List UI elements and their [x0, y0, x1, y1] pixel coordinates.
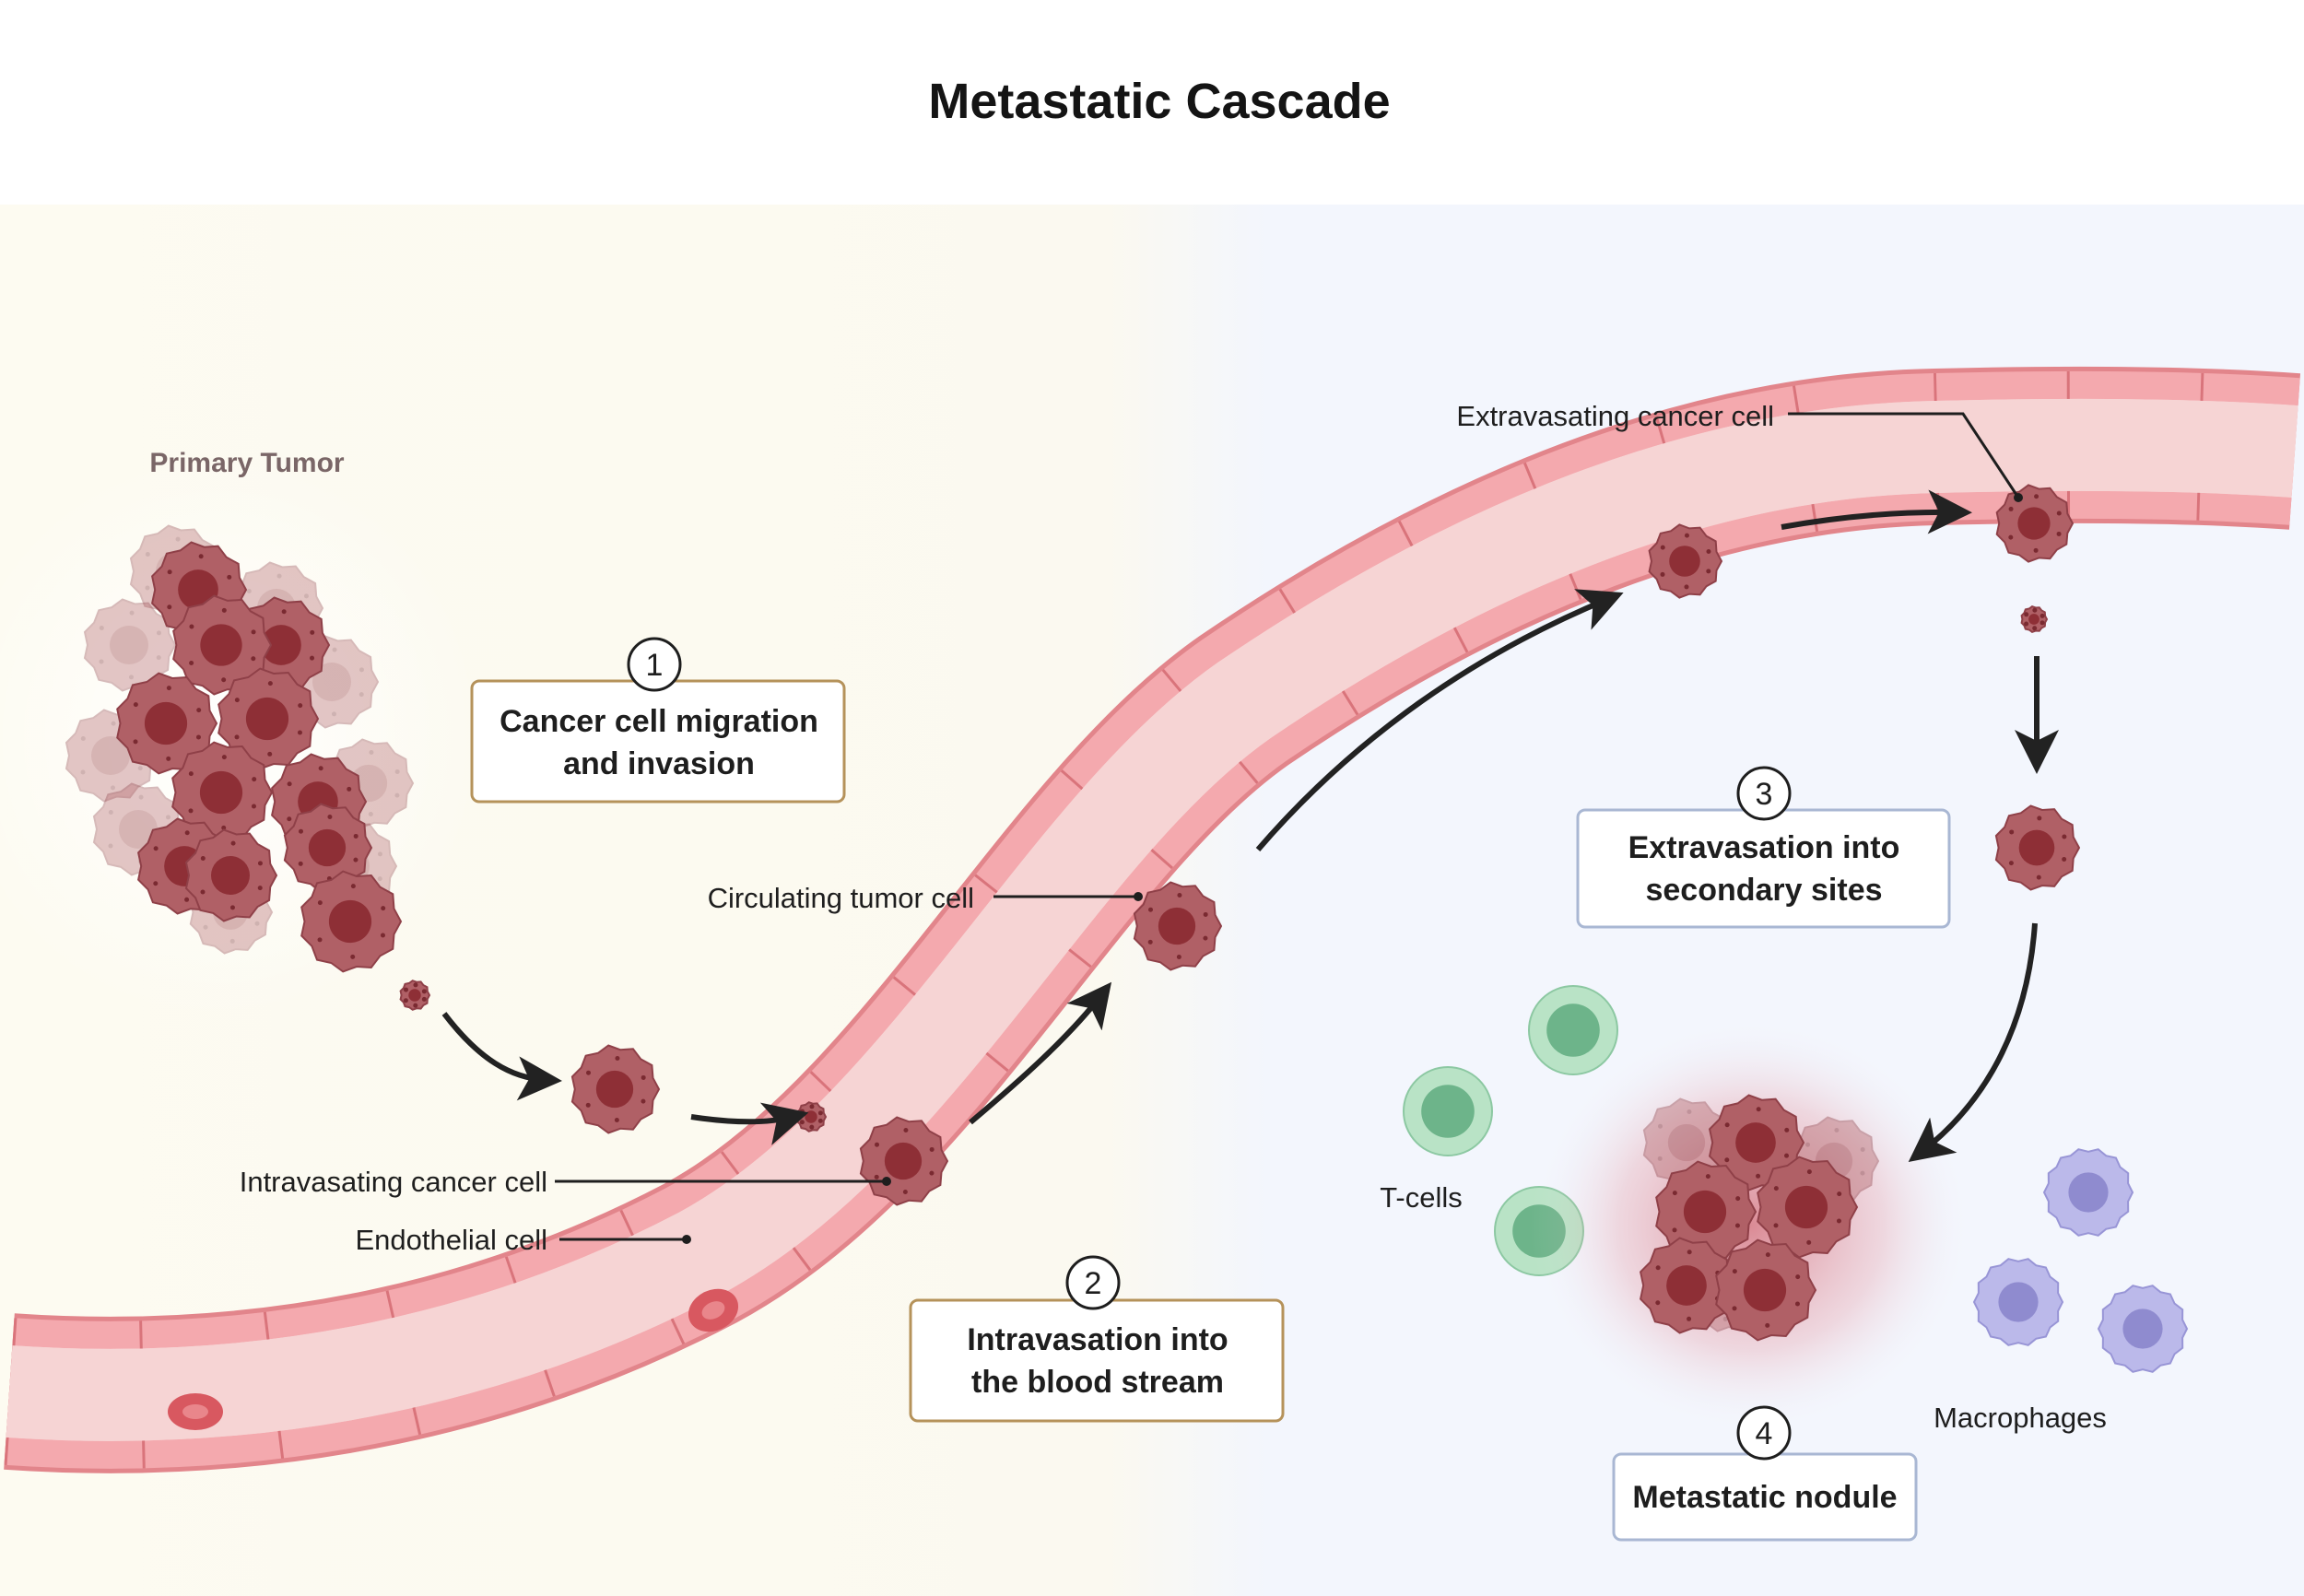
arrow-colonization: [1908, 922, 2038, 1162]
flow-arrows: [441, 489, 2059, 1162]
arrow-intravasation: [969, 981, 1112, 1125]
macrophage: [1972, 1258, 2064, 1346]
t-cell: [1403, 1066, 1493, 1156]
label-endothelial-cell: Endothelial cell: [355, 1224, 547, 1256]
nodule-glow: [1530, 1018, 1972, 1433]
step-3-line1: Extravasation into: [1628, 830, 1900, 865]
primary-tumor-label: Primary Tumor: [149, 448, 344, 478]
label-extravasating-cancer-cell: Extravasating cancer cell: [1456, 400, 1774, 432]
diagram-title: Metastatic Cascade: [928, 74, 1390, 129]
step-1-number: 1: [646, 648, 664, 683]
step-box-1: 1 Cancer cell migration and invasion: [470, 637, 846, 804]
step-3-badge: [1736, 766, 1792, 821]
circulating-tumor-cell: [1133, 881, 1223, 971]
tumor-cell: [283, 803, 373, 893]
callout-leaders: [555, 412, 2023, 1244]
label-t-cells: T-cells: [1380, 1181, 1463, 1214]
circulating-tumor-cell-2: [1648, 523, 1723, 599]
step-2-line2: the blood stream: [971, 1365, 1224, 1400]
migrating-cell-tail: [399, 980, 431, 1011]
step-box-3: 3 Extravasation into secondary sites: [1576, 766, 1951, 929]
step-box-2: 2 Intravasation into the blood stream: [909, 1255, 1285, 1423]
arrow-flow: [1781, 489, 1972, 534]
step-3-line2: secondary sites: [1645, 873, 1882, 908]
macrophage: [2042, 1148, 2134, 1237]
tumor-cell: [171, 741, 274, 844]
cells-layer: [65, 484, 2189, 1373]
step-2-number: 2: [1085, 1266, 1102, 1301]
nodule-cell: [1715, 1238, 1817, 1342]
tumor-cell: [184, 828, 278, 922]
step-1-line1: Cancer cell migration: [500, 704, 818, 739]
arrow-approach: [690, 1102, 809, 1145]
arrow-migration: [441, 1012, 562, 1101]
nodule-cell: [1655, 1160, 1757, 1263]
step-4-line1: Metastatic nodule: [1632, 1480, 1897, 1515]
tumor-cell: [217, 667, 320, 770]
arrow-circulation: [1255, 589, 1624, 851]
tumor-cell: [300, 870, 403, 973]
macrophage: [2097, 1285, 2189, 1373]
tumor-cell: [83, 598, 177, 692]
label-macrophages: Macrophages: [1934, 1402, 2107, 1434]
metastatic-nodule: [1640, 1094, 1880, 1342]
step-box-4: 4 Metastatic nodule: [1612, 1405, 1918, 1542]
extravasating-cell-tail: [2020, 604, 2049, 634]
step-4-badge: [1736, 1405, 1792, 1461]
step-4-number: 4: [1756, 1416, 1773, 1451]
step-1-line2: and invasion: [563, 746, 755, 781]
nodule-cell: [1640, 1237, 1736, 1334]
nodule-cell: [1757, 1156, 1859, 1259]
label-circulating-tumor-cell: Circulating tumor cell: [708, 882, 974, 914]
step-2-line1: Intravasation into: [967, 1322, 1228, 1357]
label-intravasating-cancer-cell: Intravasating cancer cell: [240, 1166, 547, 1198]
leader-extravasating: [1788, 412, 2020, 499]
nodule-cell: [1642, 1097, 1733, 1188]
migrating-cancer-cell: [570, 1044, 661, 1134]
t-cell: [1528, 985, 1618, 1075]
step-2-badge: [1065, 1255, 1121, 1310]
blood-vessel: [4, 366, 2301, 1473]
extravasating-cancer-cell: [1995, 484, 2075, 563]
extravasated-cancer-cell: [1994, 804, 2081, 891]
step-3-number: 3: [1756, 777, 1773, 812]
step-1-badge: [627, 637, 682, 692]
